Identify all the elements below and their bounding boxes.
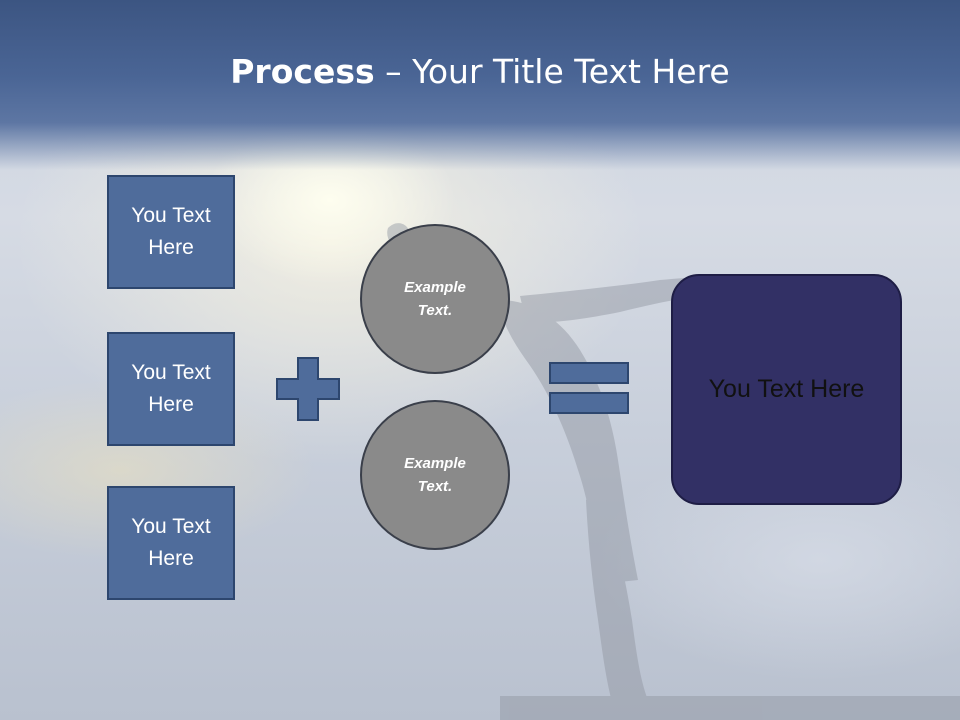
text-box-1[interactable]: You Text Here — [107, 175, 235, 289]
slide-title: Process – Your Title Text Here — [0, 52, 960, 91]
header-band — [0, 0, 960, 170]
result-box[interactable]: You Text Here — [671, 274, 902, 505]
text-box-label: You Text Here — [131, 204, 211, 259]
text-box-label: You Text Here — [131, 361, 211, 416]
result-label: You Text Here — [708, 375, 865, 403]
example-circle-1[interactable]: Example Text. — [360, 224, 510, 374]
text-box-2[interactable]: You Text Here — [107, 332, 235, 446]
text-box-3[interactable]: You Text Here — [107, 486, 235, 600]
equals-icon — [549, 362, 629, 414]
title-rest: – Your Title Text Here — [374, 52, 730, 91]
title-bold: Process — [230, 52, 375, 91]
circle-label: Example Text. — [404, 279, 466, 319]
text-box-label: You Text Here — [131, 515, 211, 570]
plus-icon — [276, 357, 340, 421]
example-circle-2[interactable]: Example Text. — [360, 400, 510, 550]
circle-label: Example Text. — [404, 455, 466, 495]
